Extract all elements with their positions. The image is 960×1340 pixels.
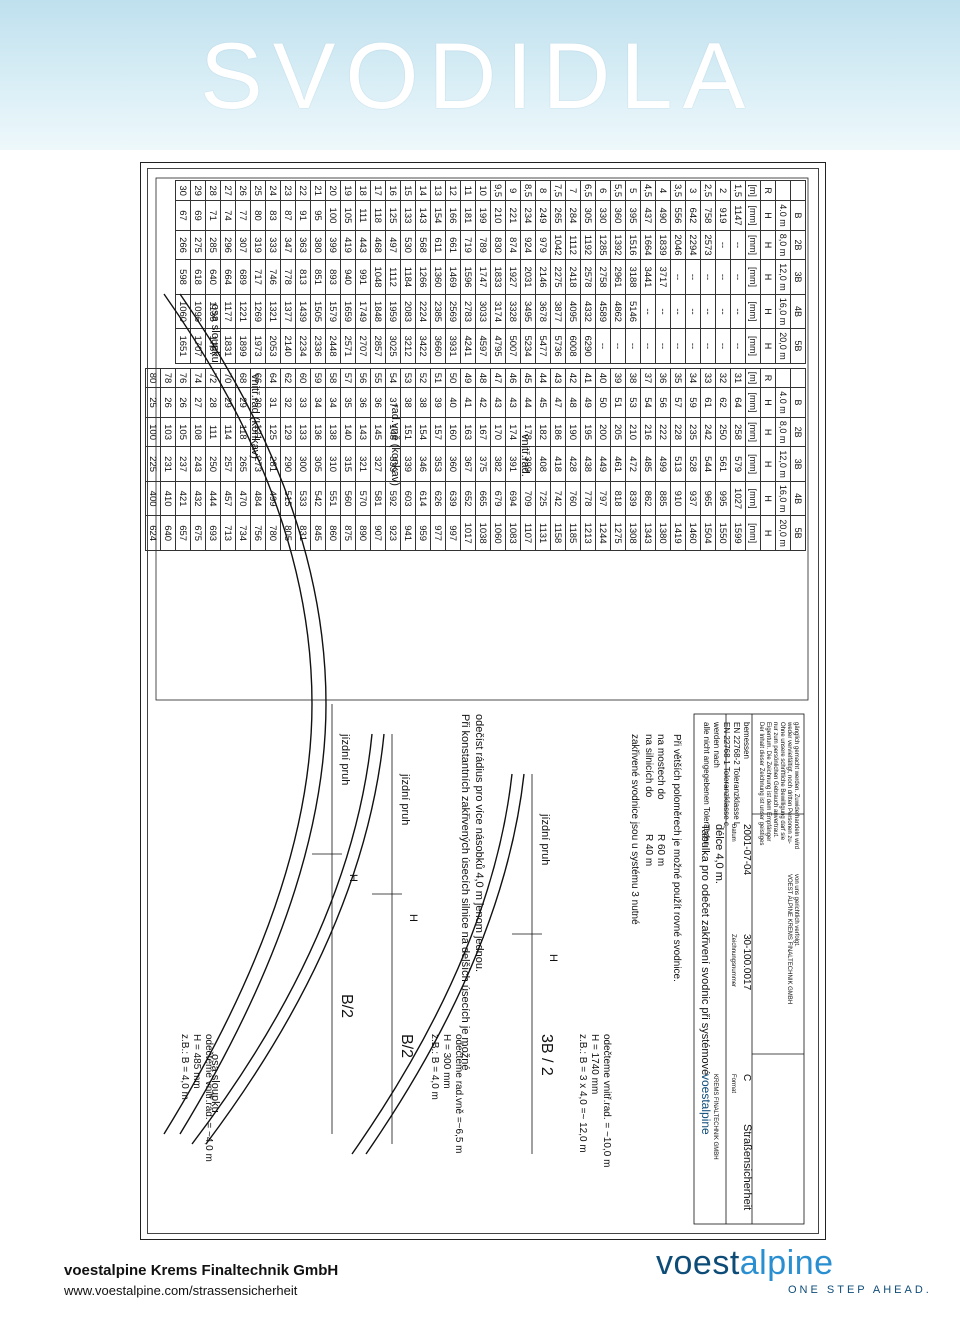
page-title: SVODIDLA [200, 23, 756, 128]
logo-alpine: alpine [739, 1244, 834, 1282]
tolerance-5: bemessen [742, 722, 751, 759]
example-1-line-2: H = 485 mm [191, 1034, 202, 1089]
tolerance-4: EN 22768-2 Toleranzklasse L, [732, 722, 741, 829]
curve-low-inner [365, 773, 525, 1155]
example-1-line-3: odečteme vnitř.rad. = ~4,0 m [203, 1034, 214, 1162]
example-1-line-1: z.B.: B = 4,0 m [179, 1034, 190, 1100]
legal-1: Der Inhalt dieser Zeichnung ist unser ge… [758, 722, 764, 845]
curve-mid-outer [191, 733, 373, 1145]
logo-voest: voest [656, 1244, 740, 1282]
label-osa-2: osa sloupku [209, 1054, 221, 1113]
footer-url[interactable]: www.voestalpine.com/strassensicherheit [64, 1283, 298, 1298]
label-vnitr-rad: vnitř.rad. [519, 434, 531, 477]
tolerance-1: alle nicht angegebenen Toleranzen [702, 722, 711, 846]
label-h-2: H [407, 914, 419, 922]
legal-7: von uns gerichtlich verfolgt. [793, 874, 799, 947]
title-block-company: voestalpine [699, 1074, 713, 1135]
title-block-format-lbl: Format [730, 1074, 736, 1093]
legal-4: Ohne unsere schriftliche Bewilligung dar… [779, 722, 785, 841]
drawing-sheet-border [140, 162, 826, 1240]
label-h-3: H [547, 954, 559, 962]
example-2-line-3: odečteme rad.vně =~6,5 m [453, 1034, 464, 1154]
note-curv: zakřivené svodnice jsou u systému 3 nutn… [629, 734, 640, 925]
tolerance-3: EN 22768-1 Toleranzklasse c, [722, 722, 731, 828]
header-banner: SVODIDLA [0, 0, 960, 150]
curve-low-outer [351, 773, 513, 1155]
table-frame [155, 177, 809, 701]
title-block-division: Straßensicherheit [741, 1124, 753, 1210]
voestalpine-logo: voestalpine [656, 1244, 834, 1283]
title-block-title-1: Tabulka pro odečet zakřivení svodnic při… [699, 824, 711, 1075]
title-block-datum: 2001-07-04 [741, 824, 752, 876]
label-vnitr-konkav: vnitř.rad.(konkav) [249, 374, 261, 459]
example-2-line-2: H = 300 mm [441, 1034, 452, 1089]
label-rad-vne: rad.vně (konkav) [389, 404, 401, 486]
title-block-company-sub: KREMS FINALTECHNIK GMBH [712, 1074, 718, 1160]
note-roads-1: na silnicích do [643, 734, 654, 798]
curve-top-inner [179, 293, 327, 1135]
note-roads-4: R 60 m [655, 834, 666, 866]
title-block-datum-lbl: Datum [730, 824, 736, 842]
label-h-1: H [347, 874, 359, 882]
curve-drawing: jízdní pruh jízdní pruh jízdní pruh B/2 … [163, 293, 805, 1225]
drawing-sheet-inner-border [147, 168, 819, 1234]
label-jizdni-pruh-1: jízdní pruh [339, 733, 351, 785]
title-block-title-2: délce 4,0 m. [713, 824, 725, 884]
drawing-canvas [155, 177, 809, 701]
curve-top-outer [163, 293, 313, 1135]
example-3-line-3: odečteme vnitř.rad. = ~10,0 m [601, 1034, 612, 1167]
label-jizdni-pruh-2: jízdní pruh [399, 773, 411, 825]
example-3-line-2: H = 1740 mm [589, 1034, 600, 1094]
title-block-nr-lbl: Zeichnungsnummer [730, 934, 736, 987]
label-osa-1: osa sloupku [209, 304, 221, 363]
label-jizdni-pruh-3: jízdní pruh [539, 813, 551, 865]
note-roads-3: na mostech do [655, 734, 666, 800]
title-block-nr: 30-100.0017 [741, 934, 752, 991]
title-block-format: C [741, 1074, 752, 1081]
legal-2: Eigentum. Die Zeichnung ist dem Empfänge… [765, 722, 771, 841]
note-main-2: odečíst rádius pro více násobků 4,0 m je… [473, 714, 485, 972]
note-main-1: Při konstantních zakřivených úsecích sil… [459, 714, 471, 1070]
tolerance-2: werden nach [712, 721, 721, 768]
curve-mid-inner [205, 733, 385, 1145]
example-3-line-1: z.B.: B = 3 x 4,0 =~ 12,0 m [577, 1034, 588, 1153]
legal-8: VOEST ALPINE KREMS FINALTECHNIK GMBH [786, 874, 792, 1004]
note-roads-2: R 40 m [643, 834, 654, 866]
title-block-frame [693, 713, 805, 1225]
label-b-half-1: B/2 [338, 994, 355, 1018]
footer-company: voestalpine Krems Finaltechnik GmbH [64, 1262, 339, 1279]
tagline: ONE STEP AHEAD. [788, 1284, 932, 1296]
example-2-line-1: z.B.: B = 4,0 m [429, 1034, 440, 1100]
note-straight: Při větších poloměrech je možné použít r… [671, 734, 682, 982]
legal-3: nur zum persönlichen Gebrauch anvertraut… [772, 722, 778, 838]
label-b-half-2: B/2 [398, 1034, 415, 1058]
label-3b-half: 3B / 2 [538, 1034, 555, 1076]
legal-6: gänglich gemacht werden. Zuwiderhandeln … [793, 722, 799, 849]
legal-5: weder vervielfältigt, noch dritten Perso… [786, 721, 792, 844]
